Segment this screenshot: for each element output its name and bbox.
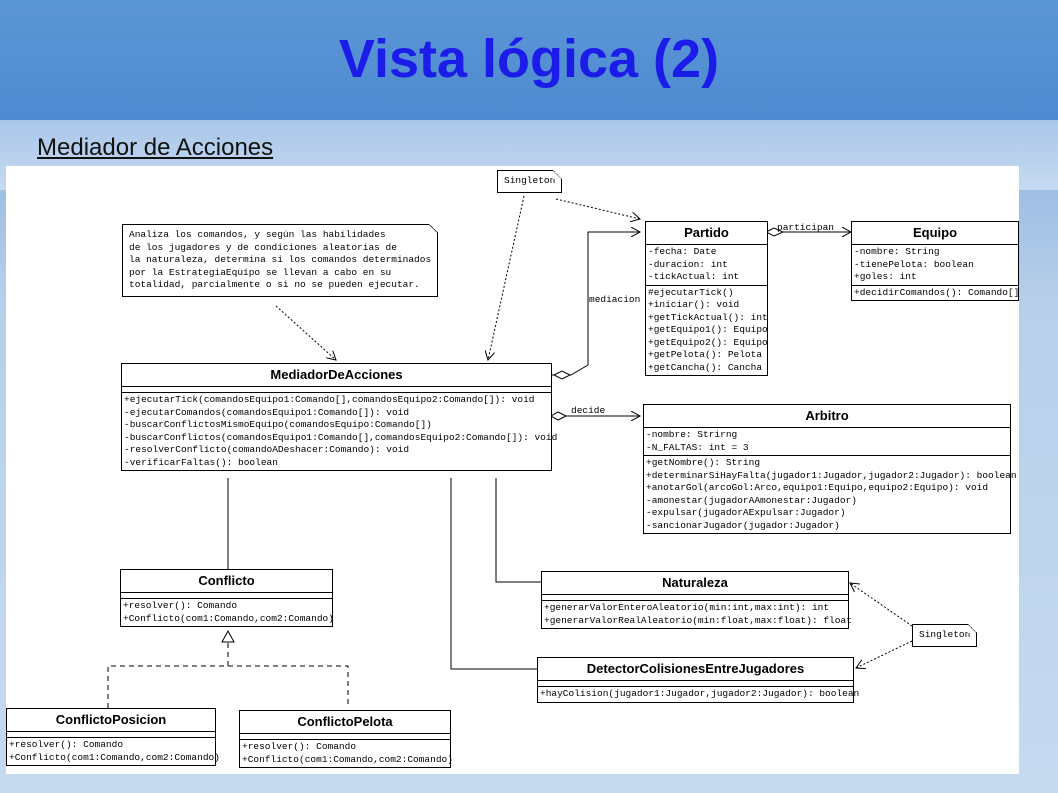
attribute: -fecha: Date	[648, 246, 717, 257]
singleton-note-bottom: Singleton	[912, 624, 978, 647]
class-arbitro: Arbitro -nombre: Strirng -N_FALTAS: int …	[643, 404, 1017, 534]
singleton-note-link-partido	[555, 198, 640, 219]
attribute: -nombre: String	[854, 246, 940, 257]
operation: +ejecutarTick(comandosEquipo1:Comando[],…	[124, 394, 535, 405]
inheritance-branch	[107, 665, 349, 708]
operation: +getEquipo1(): Equipo	[648, 324, 768, 335]
singleton-note-link-mediador	[488, 195, 525, 360]
attribute: -nombre: Strirng	[646, 429, 738, 440]
class-name: Arbitro	[644, 405, 1010, 428]
analysis-note-line: por la EstrategiaEquipo se llevan a cabo…	[129, 266, 392, 278]
operations-section: +resolver(): Comando +Conflicto(com1:Com…	[121, 599, 334, 626]
analysis-note-link	[275, 305, 336, 360]
participan-label: participan	[777, 222, 835, 233]
singleton-bottom-link-naturaleza	[850, 583, 913, 627]
operation: +resolver(): Comando	[9, 739, 124, 750]
attributes-section: -nombre: Strirng -N_FALTAS: int = 3	[644, 428, 1010, 456]
attribute: -duracion: int	[648, 258, 728, 270]
diagram-connectors	[107, 195, 913, 708]
inheritance-triangle	[221, 629, 235, 643]
attributes-section	[538, 681, 853, 687]
attributes-section: -fecha: Date -duracion: int -tickActual:…	[646, 245, 767, 286]
operation: +decidirComandos(): Comando[]	[854, 286, 1020, 298]
class-conflicto-posicion: ConflictoPosicion +resolver(): Comando +…	[6, 708, 220, 766]
operation: +getPelota(): Pelota	[648, 349, 763, 360]
class-name: Equipo	[852, 222, 1018, 245]
operation: +Conflicto(com1:Comando,com2:Comando)	[242, 753, 453, 765]
uml-diagram: Singleton Analiza los comandos, y según …	[6, 166, 1019, 774]
operation: +Conflicto(com1:Comando,com2:Comando)	[123, 612, 334, 624]
attributes-section	[122, 387, 551, 393]
attributes-section	[121, 593, 332, 599]
singleton-note-top: Singleton	[497, 170, 563, 193]
analysis-note: Analiza los comandos, y según las habili…	[122, 224, 439, 297]
class-conflicto-pelota: ConflictoPelota +resolver(): Comando +Co…	[239, 710, 453, 768]
operations-section: +decidirComandos(): Comando[]	[852, 286, 1020, 301]
operations-section: +hayColision(jugador1:Jugador,jugador2:J…	[538, 687, 860, 702]
attribute: -tickActual: int	[648, 271, 740, 282]
operation: +getEquipo2(): Equipo	[648, 336, 768, 348]
attribute: +goles: int	[854, 271, 917, 282]
operation: +getCancha(): Cancha	[648, 361, 763, 373]
detector-association	[450, 478, 537, 670]
attribute: -N_FALTAS: int = 3	[646, 441, 749, 453]
operation: +iniciar(): void	[648, 299, 740, 310]
operation: +resolver(): Comando	[123, 600, 238, 611]
class-name: Partido	[646, 222, 767, 245]
class-equipo: Equipo -nombre: String -tienePelota: boo…	[851, 221, 1019, 301]
operation: -sancionarJugador(jugador:Jugador)	[646, 519, 840, 531]
analysis-note-line: totalidad, parcialmente o si no se puede…	[129, 279, 420, 290]
operation: +anotarGol(arcoGol:Arco,equipo1:Equipo,e…	[646, 482, 989, 493]
operations-section: +resolver(): Comando +Conflicto(com1:Com…	[240, 740, 453, 767]
operations-section: +ejecutarTick(comandosEquipo1:Comando[],…	[122, 393, 558, 470]
class-mediador-de-acciones: MediadorDeAcciones +ejecutarTick(comando…	[121, 363, 558, 471]
operation: -resolverConflicto(comandoADeshacer:Coma…	[124, 444, 410, 455]
attributes-section	[7, 732, 215, 738]
class-detector-colisiones: DetectorColisionesEntreJugadores +hayCol…	[537, 657, 860, 703]
class-name: Naturaleza	[542, 572, 848, 595]
class-name: DetectorColisionesEntreJugadores	[538, 658, 853, 681]
operation: +getTickActual(): int	[648, 311, 768, 323]
class-name: ConflictoPelota	[240, 711, 450, 734]
class-naturaleza: Naturaleza +generarValorEnteroAleatorio(…	[541, 571, 852, 629]
operation: +generarValorRealAleatorio(min:float,max…	[544, 614, 852, 626]
operation: -verificarFaltas(): boolean	[124, 456, 278, 468]
singleton-bottom-link-detector	[856, 640, 913, 668]
operation: -expulsar(jugadorAExpulsar:Jugador)	[646, 507, 846, 518]
operation: +Conflicto(com1:Comando,com2:Comando)	[9, 751, 220, 763]
attribute: -tienePelota: boolean	[854, 258, 974, 270]
class-partido: Partido -fecha: Date -duracion: int -tic…	[645, 221, 768, 376]
operation: +getNombre(): String	[646, 457, 761, 468]
analysis-note-line: Analiza los comandos, y según las habili…	[129, 229, 386, 240]
operations-section: #ejecutarTick() +iniciar(): void +getTic…	[646, 286, 768, 376]
operation: +generarValorEnteroAleatorio(min:int,max…	[544, 602, 830, 613]
attributes-section	[240, 734, 450, 740]
operations-section: +getNombre(): String +determinarSiHayFal…	[644, 456, 1017, 533]
class-name: ConflictoPosicion	[7, 709, 215, 732]
operation: #ejecutarTick()	[648, 286, 734, 298]
operation: +determinarSiHayFalta(jugador1:Jugador,j…	[646, 469, 1017, 481]
slide-subtitle: Mediador de Acciones	[37, 134, 274, 161]
operation: -buscarConflictosMismoEquipo(comandosEqu…	[124, 419, 432, 430]
class-conflicto: Conflicto +resolver(): Comando +Conflict…	[120, 569, 334, 627]
attributes-section	[542, 595, 848, 601]
analysis-note-line: la naturaleza, determina si los comandos…	[129, 254, 432, 265]
operation: +hayColision(jugador1:Jugador,jugador2:J…	[540, 688, 860, 699]
operation: +resolver(): Comando	[242, 741, 357, 752]
decide-label: decide	[571, 405, 606, 416]
operations-section: +generarValorEnteroAleatorio(min:int,max…	[542, 601, 852, 628]
operation: -amonestar(jugadorAAmonestar:Jugador)	[646, 494, 857, 506]
mediacion-label: mediacion	[589, 294, 641, 305]
attributes-section: -nombre: String -tienePelota: boolean +g…	[852, 245, 1018, 286]
operation: -ejecutarComandos(comandosEquipo1:Comand…	[124, 406, 410, 418]
operation: -buscarConflictos(comandosEquipo1:Comand…	[124, 431, 558, 443]
naturaleza-association	[495, 478, 542, 583]
slide-title: Vista lógica (2)	[338, 29, 720, 89]
class-name: MediadorDeAcciones	[122, 364, 551, 387]
analysis-note-line: de los jugadores y de condiciones aleato…	[129, 241, 397, 253]
operations-section: +resolver(): Comando +Conflicto(com1:Com…	[7, 738, 220, 765]
class-name: Conflicto	[121, 570, 332, 593]
